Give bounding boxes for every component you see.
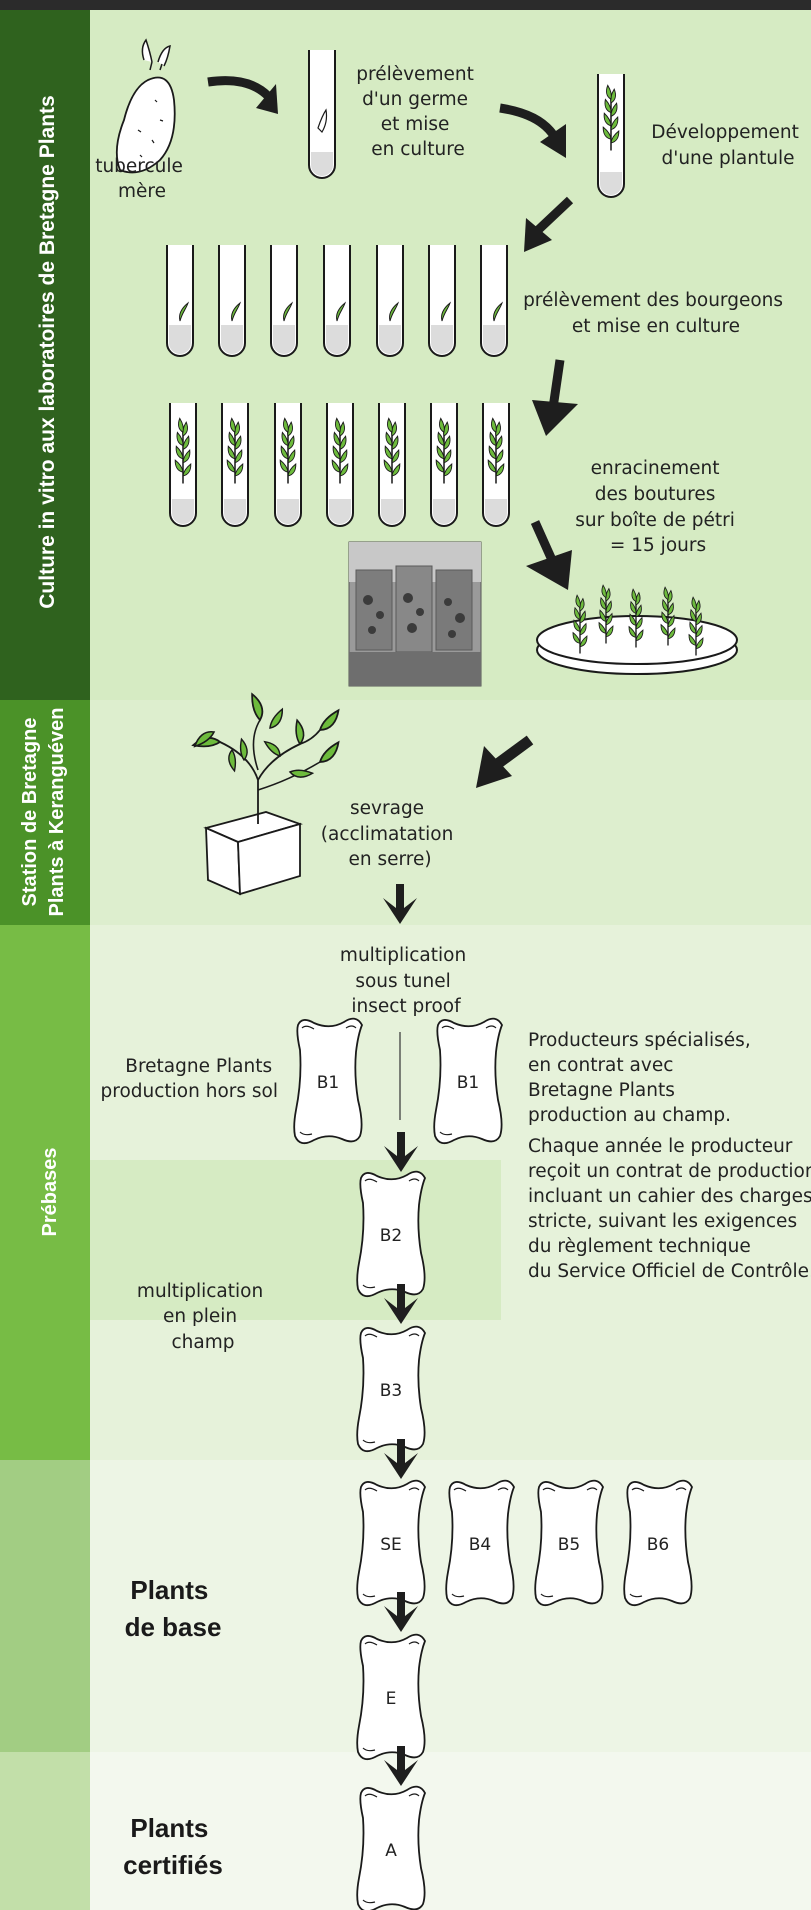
arrow-tuber-to-tube bbox=[207, 76, 272, 100]
arrow-tuber-to-tube-head bbox=[256, 84, 278, 114]
bud-tube bbox=[428, 244, 456, 357]
certified-section-bg bbox=[90, 1752, 811, 1910]
station-section-bg bbox=[90, 700, 811, 925]
section-label-prebases: Prébases bbox=[39, 1148, 61, 1237]
lab-culture-photo bbox=[348, 541, 482, 687]
bud-tube bbox=[323, 244, 351, 357]
arrow-plantlet-to-buds-head bbox=[524, 218, 552, 252]
bag-b1-right-label: B1 bbox=[457, 1073, 479, 1093]
bud-tube bbox=[480, 244, 508, 357]
cutting-tube bbox=[275, 403, 301, 526]
arrow-germ-to-plantlet bbox=[499, 103, 558, 139]
plantlet-tube bbox=[597, 74, 625, 198]
germ-tube bbox=[308, 50, 336, 179]
bag-b1-left-label: B1 bbox=[317, 1073, 339, 1093]
bag-b4-label: B4 bbox=[469, 1535, 491, 1555]
bag-e: E bbox=[356, 1633, 426, 1761]
bag-b4: B4 bbox=[445, 1479, 515, 1607]
bag-a: A bbox=[356, 1785, 426, 1910]
cutting-tube bbox=[379, 403, 405, 526]
bp-hors-sol-label: Bretagne Plants production hors sol bbox=[101, 1056, 278, 1102]
arrow-buds-to-cuttings bbox=[548, 359, 565, 409]
section-label-station-line2: Plants à Keranguéven bbox=[46, 708, 68, 917]
top-bar bbox=[0, 0, 811, 10]
bag-b6-label: B6 bbox=[647, 1535, 669, 1555]
tunnel-multiplication-label: multiplication sous tunel insect proof bbox=[340, 945, 472, 1017]
weaning-label: sevrage (acclimatation en serre) bbox=[321, 798, 459, 870]
bud-tube bbox=[376, 244, 404, 357]
cutting-tube bbox=[483, 403, 509, 526]
field-multiplication-label: multiplication en plein champ bbox=[137, 1281, 269, 1353]
cutting-tube bbox=[327, 403, 353, 526]
bag-e-label: E bbox=[386, 1689, 397, 1709]
bag-b2: B2 bbox=[356, 1170, 426, 1298]
bud-tube bbox=[166, 244, 194, 357]
sidebar-station bbox=[0, 700, 90, 925]
potato-tuber-illustration bbox=[115, 38, 176, 174]
sidebar-certified bbox=[0, 1752, 90, 1910]
sidebar-base bbox=[0, 1460, 90, 1752]
base-plants-label: Plants de base bbox=[125, 1575, 222, 1642]
arrow-germ-to-plantlet-head bbox=[540, 124, 566, 158]
bag-b2-label: B2 bbox=[380, 1226, 402, 1246]
arrow-to-weaning-head bbox=[476, 746, 512, 788]
section-label-lab: Culture in vitro aux laboratoires de Bre… bbox=[36, 95, 59, 608]
buds-step-label: prélèvement des bourgeons et mise en cul… bbox=[523, 290, 789, 337]
certified-plants-label: Plants certifiés bbox=[123, 1813, 223, 1880]
bag-b1-right: B1 bbox=[433, 1017, 503, 1145]
cutting-tube bbox=[431, 403, 457, 526]
bag-se-label: SE bbox=[380, 1535, 402, 1555]
cutting-tube bbox=[222, 403, 248, 526]
germ-step-label: prélèvement d'un germe et mise en cultur… bbox=[356, 64, 479, 160]
cutting-tube bbox=[170, 403, 196, 526]
bag-b3-label: B3 bbox=[380, 1381, 402, 1401]
weaning-plant-in-block bbox=[192, 693, 343, 896]
bud-tube bbox=[270, 244, 298, 357]
bag-b6: B6 bbox=[623, 1479, 693, 1607]
bag-b5-label: B5 bbox=[558, 1535, 580, 1555]
producers-label: Producteurs spécialisés, en contrat avec… bbox=[528, 1030, 757, 1126]
contract-label: Chaque année le producteur reçoit un con… bbox=[528, 1136, 811, 1282]
section-label-station-line1: Station de Bretagne bbox=[19, 718, 41, 907]
bag-b1-left: B1 bbox=[293, 1017, 363, 1145]
tuber-label: tubercule mère bbox=[95, 156, 189, 202]
sidebar-lab bbox=[0, 10, 90, 700]
plantlet-label: Développement d'une plantule bbox=[651, 122, 805, 169]
arrow-buds-to-cuttings-head bbox=[532, 400, 578, 436]
arrow-plantlet-to-buds bbox=[532, 196, 574, 236]
arrow-to-petri bbox=[530, 520, 557, 562]
petri-dish bbox=[536, 585, 738, 675]
sidebar-prebases bbox=[0, 925, 90, 1460]
bag-se: SE bbox=[356, 1479, 426, 1607]
bag-a-label: A bbox=[385, 1841, 397, 1861]
contract-box-bg bbox=[90, 1160, 501, 1320]
bud-tube bbox=[218, 244, 246, 357]
bag-b3: B3 bbox=[356, 1325, 426, 1453]
bag-b5: B5 bbox=[534, 1479, 604, 1607]
arrow-to-petri-head bbox=[526, 550, 572, 590]
bud-tubes-row bbox=[166, 244, 508, 357]
rooting-step-label: enracinement des boutures sur boîte de p… bbox=[575, 458, 741, 556]
